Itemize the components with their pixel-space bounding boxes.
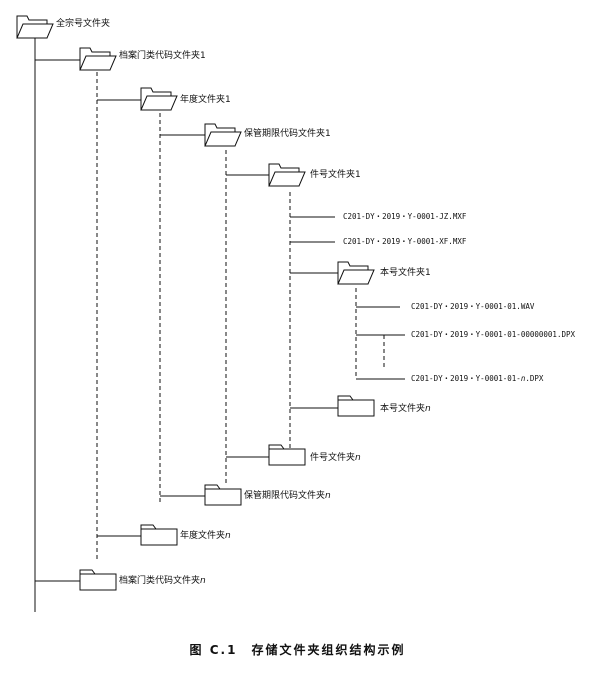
file-jz-mxf: C201-DY・2019・Y-0001-JZ.MXF	[343, 212, 467, 221]
year1-folder-icon	[140, 87, 178, 111]
figure-caption: 图 C.1 存储文件夹组织结构示例	[189, 643, 406, 657]
file-dpx-first: C201-DY・2019・Y-0001-01-00000001.DPX	[411, 330, 576, 339]
file-dpx-last: C201-DY・2019・Y-0001-01-n.DPX	[411, 374, 544, 383]
root-folder-icon	[16, 15, 54, 39]
volume1-folder-icon	[337, 261, 375, 285]
retentionN-folder-label: 保管期限代码文件夹n	[244, 491, 331, 501]
retentionN-folder-icon	[204, 484, 242, 506]
retention1-folder-label: 保管期限代码文件夹1	[244, 129, 331, 139]
category1-folder-icon	[79, 47, 117, 71]
categoryN-folder-label: 档案门类代码文件夹n	[119, 576, 206, 586]
itemN-folder-label: 件号文件夹n	[310, 453, 361, 463]
year1-folder-label: 年度文件夹1	[180, 95, 231, 105]
retention1-folder-icon	[204, 123, 242, 147]
yearN-folder-label: 年度文件夹n	[180, 531, 231, 541]
categoryN-folder-icon	[79, 569, 117, 591]
file-xf-mxf: C201-DY・2019・Y-0001-XF.MXF	[343, 237, 467, 246]
file-wav: C201-DY・2019・Y-0001-01.WAV	[411, 302, 535, 311]
item1-folder-label: 件号文件夹1	[310, 170, 361, 180]
itemN-folder-icon	[268, 444, 306, 466]
volumeN-folder-icon	[337, 395, 375, 417]
category1-folder-label: 档案门类代码文件夹1	[119, 51, 206, 61]
volume1-folder-label: 本号文件夹1	[380, 268, 431, 278]
root-folder-label: 全宗号文件夹	[56, 19, 111, 29]
item1-folder-icon	[268, 163, 306, 187]
yearN-folder-icon	[140, 524, 178, 546]
volumeN-folder-label: 本号文件夹n	[380, 404, 431, 414]
